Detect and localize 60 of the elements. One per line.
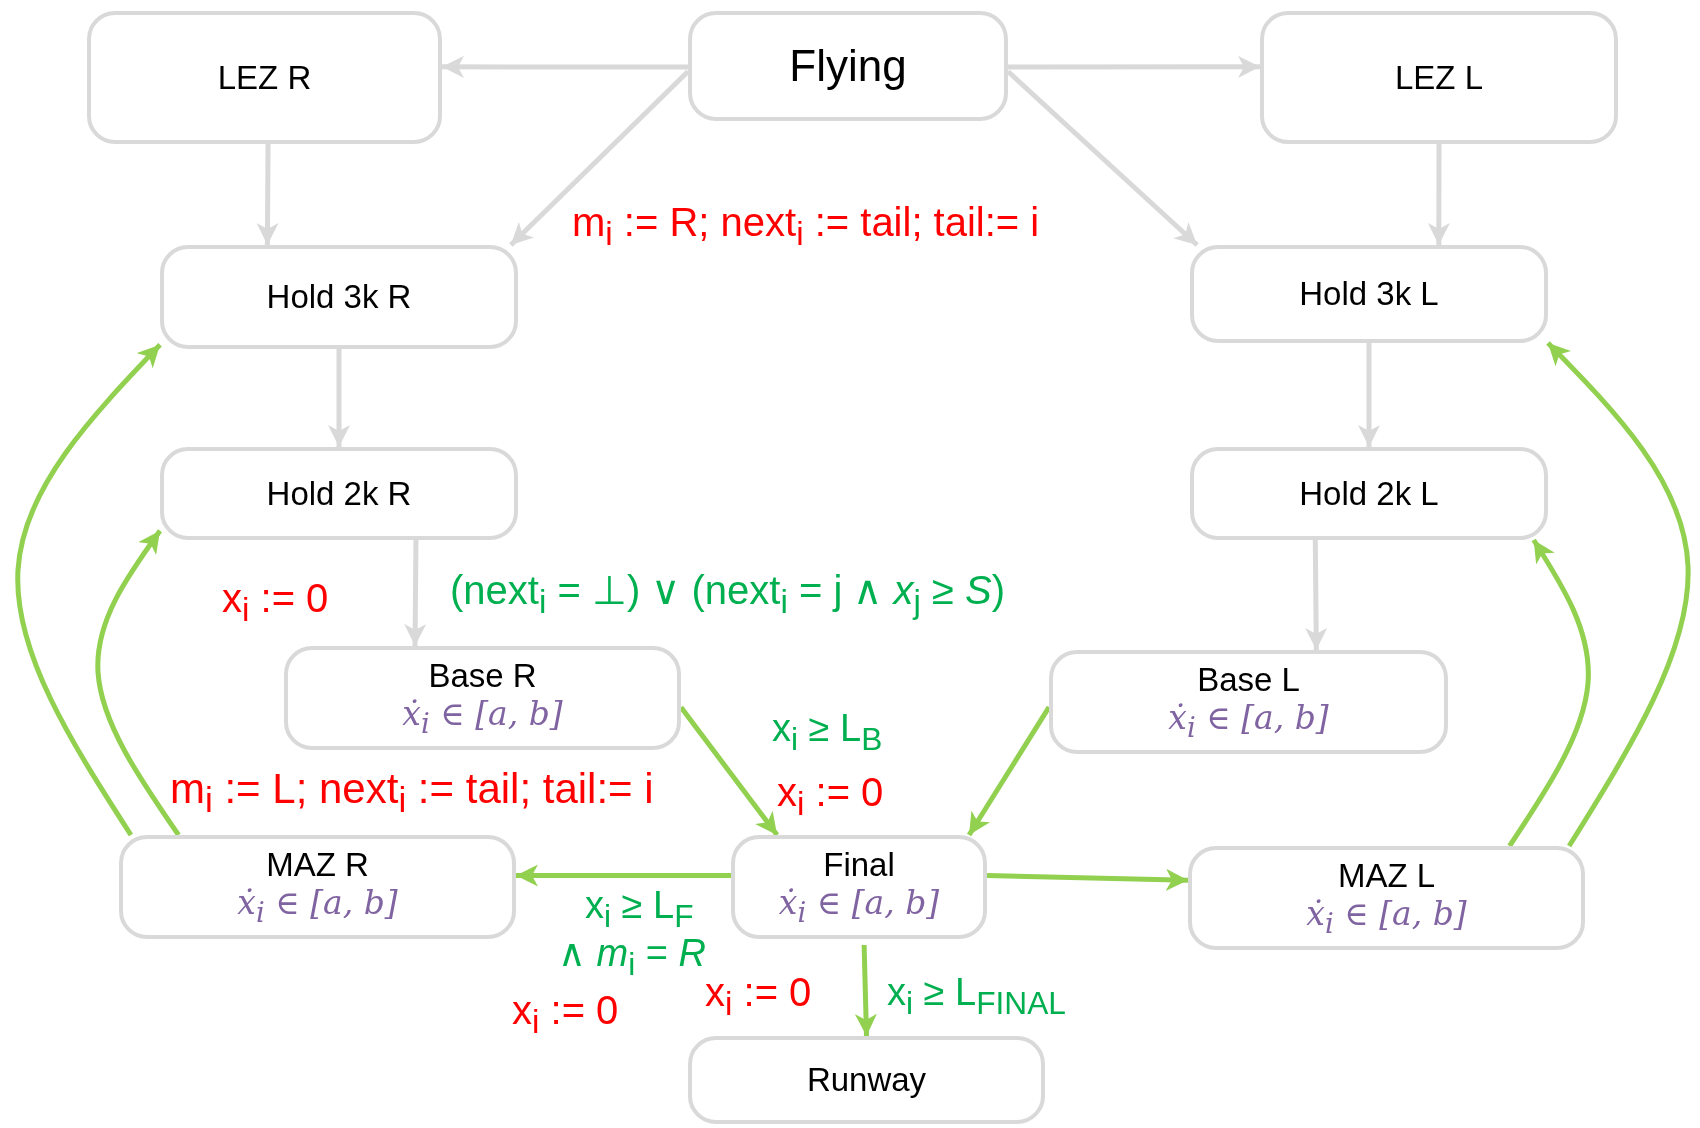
transition-arrow xyxy=(854,944,877,1037)
state-box xyxy=(1190,447,1548,540)
rate-constraint: ẋ$_{i}$ ∈ [a, b] xyxy=(1306,894,1467,940)
state-name: Hold 2k R xyxy=(266,474,412,513)
state-box xyxy=(160,245,518,349)
transition-arrow xyxy=(679,705,780,837)
transition-arrow xyxy=(1008,55,1260,78)
state-box xyxy=(731,835,987,939)
rate-constraint: ẋ$_{i}$ ∈ [a, b] xyxy=(1168,698,1329,744)
guard-label: ∧ m$_{i}$ = R xyxy=(558,933,707,982)
guard-label: (next$_{i}$ = ⊥) ∨ (next$_{i}$ = j ∧ x$_{j}$ ≥ S) xyxy=(450,568,1006,621)
state-name: Final xyxy=(823,845,895,884)
state-name: Hold 2k L xyxy=(1299,474,1439,513)
state-name: Base L xyxy=(1197,660,1300,699)
transition-arrow xyxy=(986,868,1189,891)
state-box xyxy=(87,11,442,144)
assignment-label: m$_{i}$ := R; next$_{i}$ := tail; tail:= i xyxy=(572,200,1040,253)
guard-label: x$_{i}$ ≥ L$_{B}$ xyxy=(772,708,883,757)
transition-arrow xyxy=(1006,69,1199,247)
state-name: Hold 3k R xyxy=(266,278,412,316)
state-box xyxy=(1190,245,1548,343)
state-box xyxy=(1049,650,1448,754)
state-name: Hold 3k L xyxy=(1299,275,1439,313)
transition-arrow xyxy=(404,539,427,647)
guard-label: x$_{i}$ ≥ L$_{F}$ xyxy=(585,885,694,934)
transition-arrow xyxy=(328,349,350,447)
state-box xyxy=(1188,846,1585,950)
transition-arrow xyxy=(95,529,181,837)
state-box xyxy=(1260,11,1618,144)
transition-arrow xyxy=(1507,538,1591,848)
state-name: LEZ R xyxy=(217,58,312,97)
state-box xyxy=(160,447,518,540)
state-box xyxy=(688,1036,1045,1124)
rate-constraint: ẋ$_{i}$ ∈ [a, b] xyxy=(778,883,940,929)
state-name: Base R xyxy=(428,656,537,695)
transition-arrow xyxy=(1305,539,1328,651)
state-box xyxy=(688,11,1008,121)
transition-arrow xyxy=(15,343,162,837)
transition-arrow xyxy=(442,55,688,78)
state-box xyxy=(119,835,516,939)
state-name: MAZ R xyxy=(266,845,369,884)
guard-label: x$_{i}$ ≥ L$_{FINAL}$ xyxy=(887,972,1066,1021)
state-name: LEZ L xyxy=(1394,58,1483,97)
assignment-label: x$_{i}$ := 0 xyxy=(222,576,329,629)
transition-arrow xyxy=(1358,343,1380,447)
assignment-label: m$_{i}$ := L; next$_{i}$ := tail; tail:= i xyxy=(170,766,654,820)
transition-arrow xyxy=(516,864,731,887)
transition-arrow xyxy=(1427,144,1450,245)
rate-constraint: ẋ$_{i}$ ∈ [a, b] xyxy=(402,694,563,740)
rate-constraint: ẋ$_{i}$ ∈ [a, b] xyxy=(237,883,398,929)
assignment-label: x$_{i}$ := 0 xyxy=(705,970,812,1023)
assignment-label: x$_{i}$ := 0 xyxy=(777,770,884,823)
state-name: MAZ L xyxy=(1337,856,1436,895)
state-name: Flying xyxy=(789,40,907,92)
transition-arrow xyxy=(509,69,690,247)
transition-arrow xyxy=(1546,341,1691,848)
state-box xyxy=(284,646,681,750)
state-name: Runway xyxy=(806,1061,927,1099)
transition-arrow xyxy=(256,144,279,245)
assignment-label: x$_{i}$ := 0 xyxy=(512,988,619,1041)
